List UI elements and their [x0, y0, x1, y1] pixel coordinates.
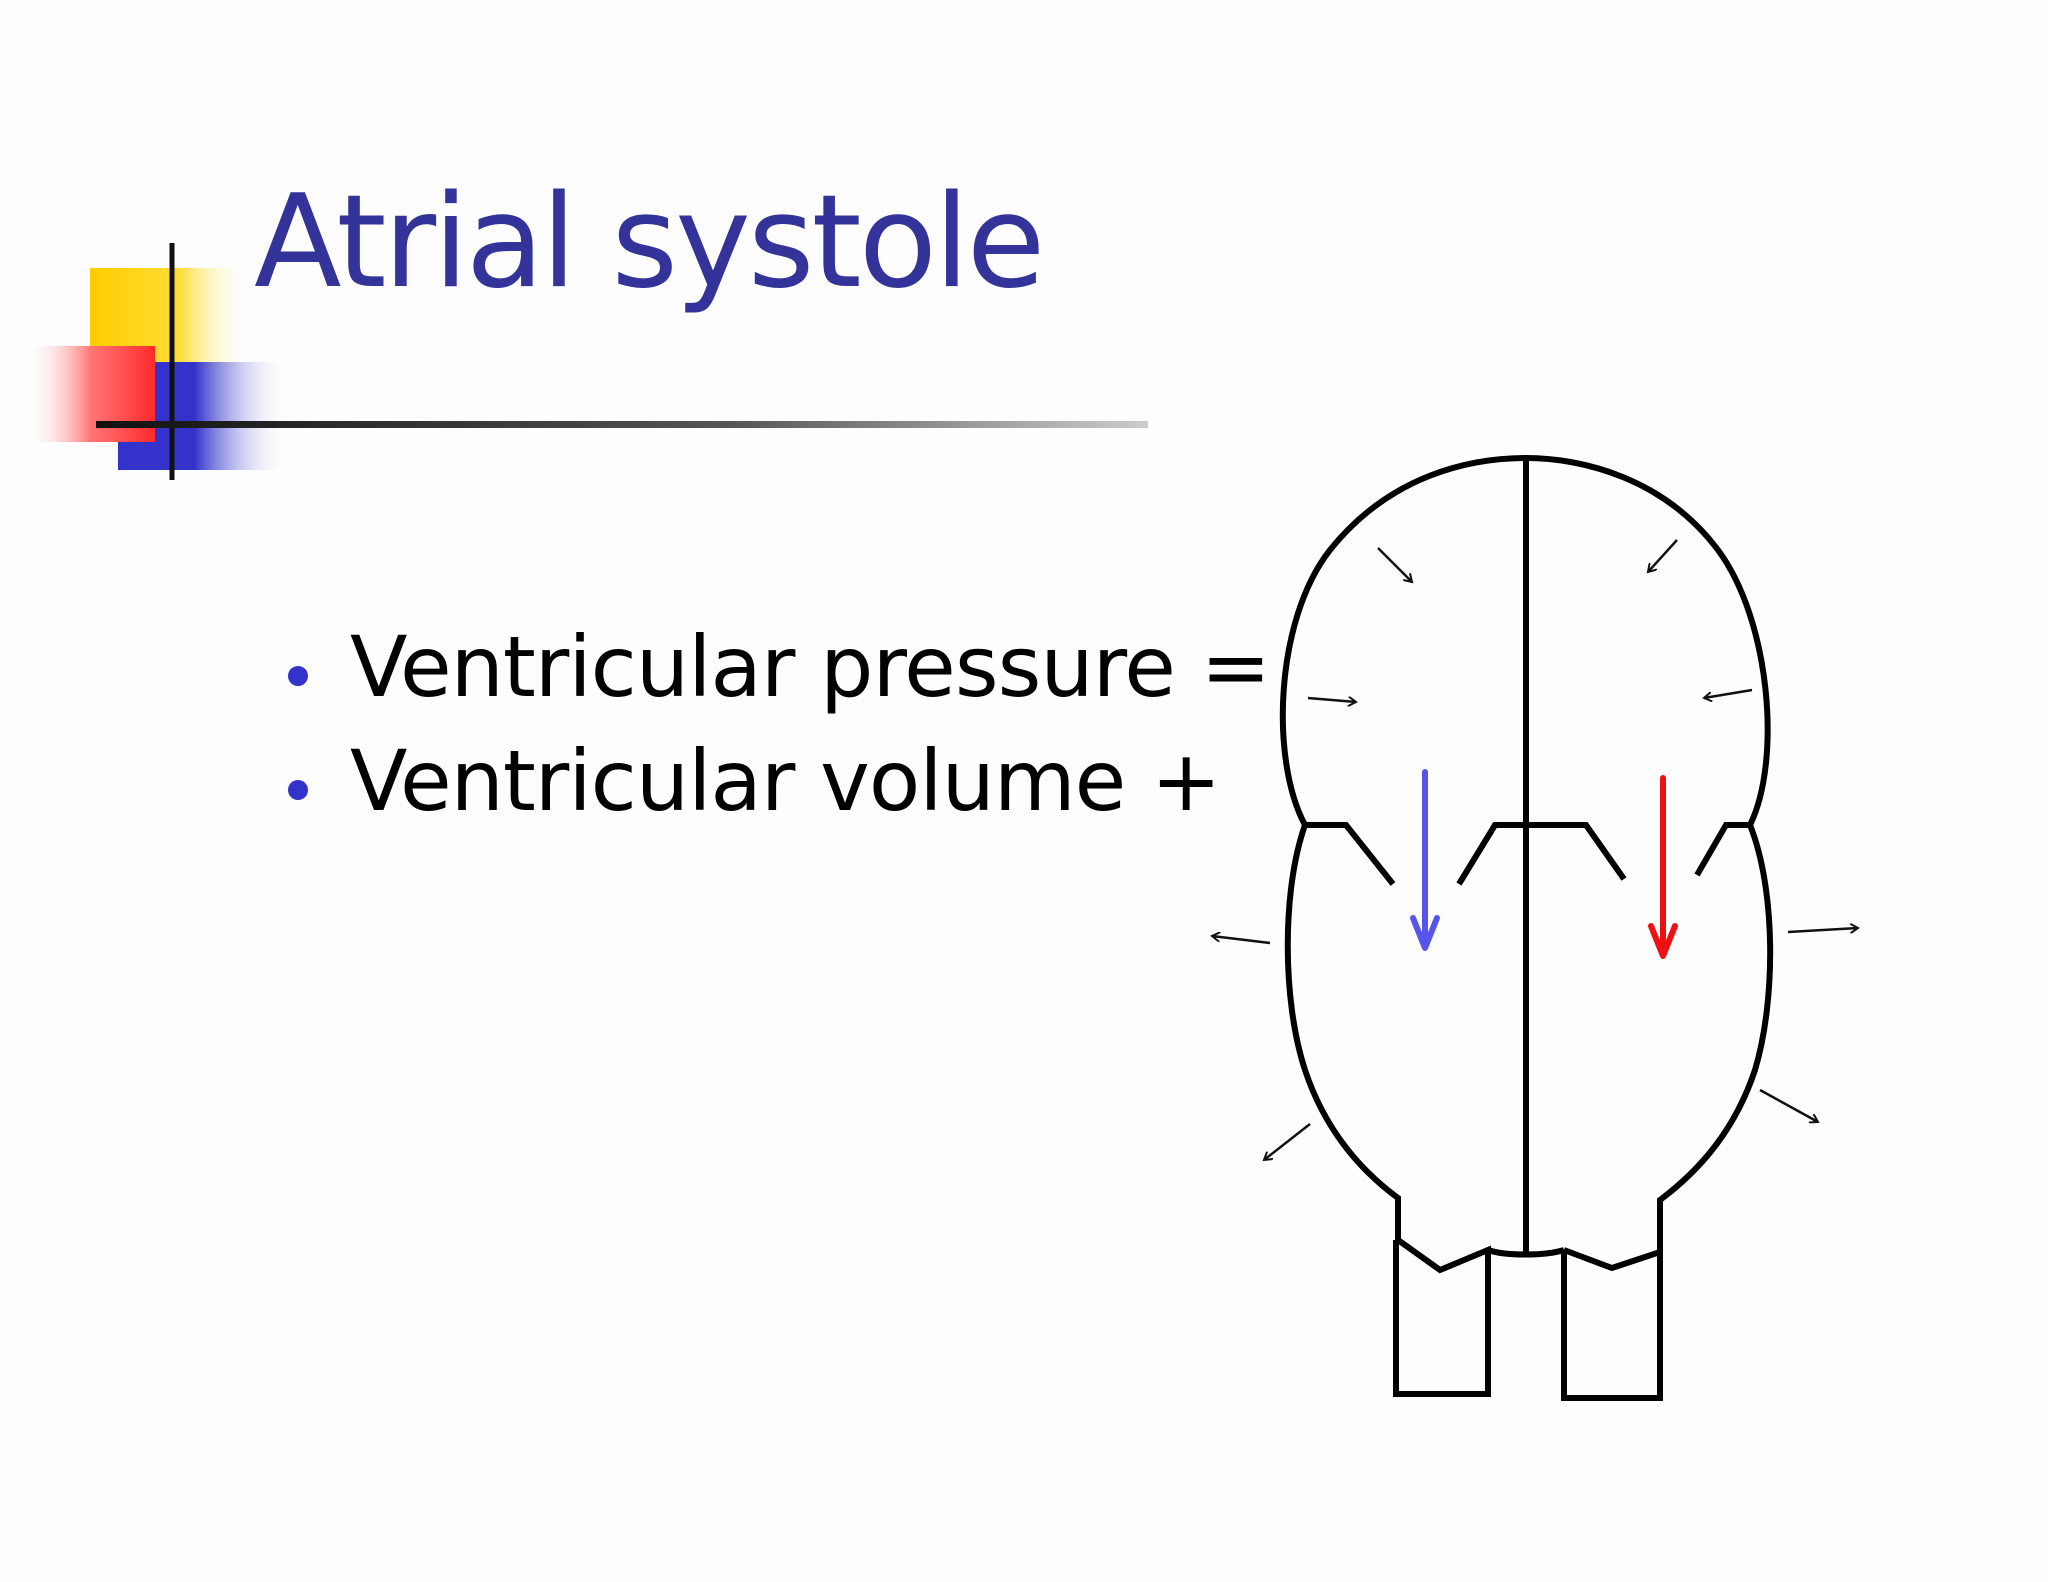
ventricles-outline — [1284, 824, 1401, 1240]
mitral-valve-right-leaflet — [1526, 822, 1627, 881]
contraction-arrow-icon — [1307, 698, 1356, 702]
bullet-dot-icon — [288, 780, 308, 800]
tricuspid-valve — [1305, 822, 1396, 886]
expansion-arrow-icon — [1759, 1088, 1818, 1122]
aorta — [1561, 1247, 1663, 1401]
bullet-dot-icon — [288, 666, 308, 686]
slide-title: Atrial systole — [254, 168, 1045, 317]
mitral-valve-left-leaflet — [1456, 822, 1526, 886]
pulmonary-trunk — [1393, 1237, 1491, 1397]
expansion-arrow-icon — [1264, 1123, 1311, 1160]
flow-arrow-red-icon — [1648, 775, 1678, 959]
bullet-item: Ventricular volume + — [280, 724, 1270, 838]
bullet-text-pressure: Ventricular pressure = — [350, 618, 1271, 716]
title-decoration — [25, 243, 1148, 480]
flow-arrow-blue-icon — [1410, 769, 1440, 951]
aortic-side-valve — [1694, 822, 1750, 877]
bullet-item: Ventricular pressure = — [280, 610, 1271, 724]
expansion-arrow-icon — [1212, 936, 1271, 945]
bullet-list: Ventricular pressure = Ventricular volum… — [280, 610, 1271, 838]
bullet-text-volume: Ventricular volume + — [350, 732, 1221, 830]
heart-diagram — [1150, 454, 1900, 1401]
expansion-arrow-icon — [1787, 928, 1858, 932]
ventricles-outline-right — [1657, 823, 1774, 1252]
title-underline — [96, 421, 1148, 428]
contraction-arrow-icon — [1377, 547, 1412, 582]
contraction-arrow-icon — [1648, 539, 1678, 572]
vessel-junction — [1487, 1247, 1565, 1258]
contraction-arrow-icon — [1704, 688, 1753, 698]
